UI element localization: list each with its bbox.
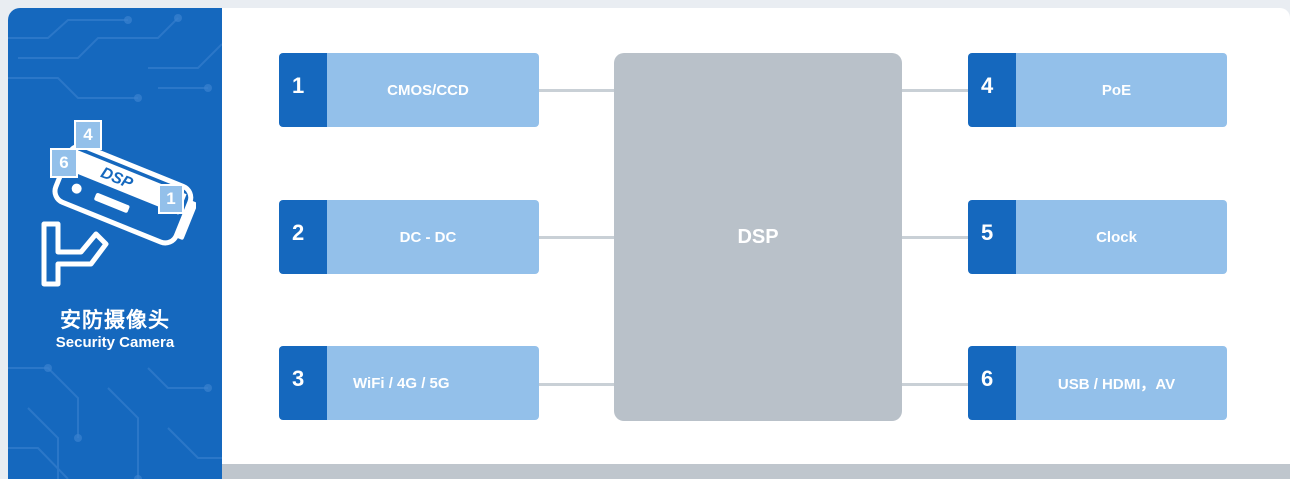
circuit-pattern [8,14,222,479]
block-cmos-ccd: 1 CMOS/CCD [279,53,539,127]
block-number: 2 [279,200,327,274]
camera-tag-6: 6 [50,148,78,178]
connector-5 [902,236,968,239]
block-number: 4 [968,53,1016,127]
block-label: USB / HDMI，AV [1006,346,1227,420]
block-usb-hdmi-av: 6 USB / HDMI，AV [968,346,1227,420]
block-wifi-4g-5g: 3 WiFi / 4G / 5G [279,346,539,420]
block-number: 1 [279,53,327,127]
camera-tag-1: 1 [158,184,184,214]
block-clock: 5 Clock [968,200,1227,274]
dsp-block: DSP [614,53,902,421]
block-poe: 4 PoE [968,53,1227,127]
block-label: CMOS/CCD [317,53,539,127]
connector-4 [902,89,968,92]
connector-1 [539,89,614,92]
camera-tag-4: 4 [74,120,102,150]
block-label: DC - DC [317,200,539,274]
security-camera-icon [41,143,196,287]
connector-2 [539,236,614,239]
block-number: 6 [968,346,1016,420]
side-title-en: Security Camera [55,334,175,351]
block-label: WiFi / 4G / 5G [317,346,539,420]
dsp-label: DSP [737,225,779,248]
connector-3 [539,383,614,386]
side-title-zh: 安防摄像头 [60,308,170,332]
block-label: PoE [1006,53,1227,127]
block-number: 3 [279,346,327,420]
block-dc-dc: 2 DC - DC [279,200,539,274]
bottom-strip [222,464,1290,479]
block-number: 5 [968,200,1016,274]
block-label: Clock [1006,200,1227,274]
connector-6 [902,383,968,386]
side-panel: DSP 4 6 1 安防摄像头 Security Camera [8,8,222,479]
